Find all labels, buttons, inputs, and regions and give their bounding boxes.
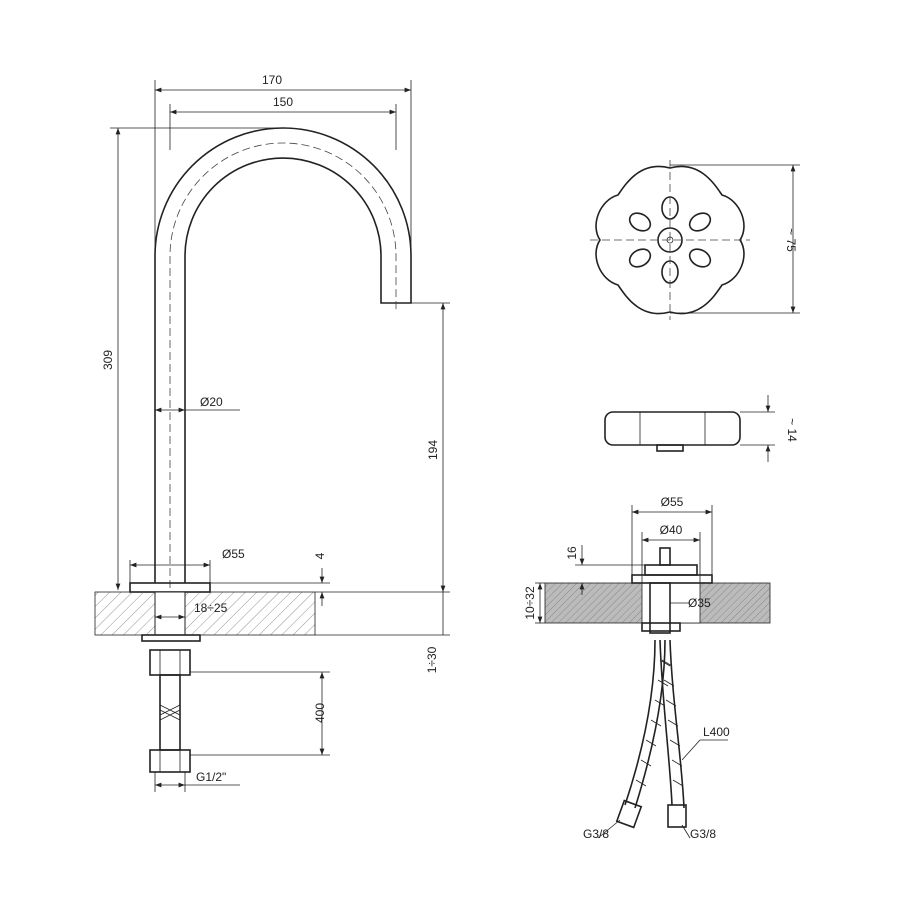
dim-194: 194 — [426, 440, 440, 460]
dim-400: 400 — [313, 703, 327, 723]
label-g38-left: G3/8 — [583, 827, 609, 841]
dim-16: 16 — [565, 546, 579, 560]
dim-g12: G1/2" — [196, 770, 226, 784]
dim-1-30: 1÷30 — [425, 646, 439, 673]
handle-side-view: ~ 14 — [604, 395, 799, 462]
handle-top-view: ~ 75 — [590, 160, 800, 320]
dim-10-32: 10÷32 — [523, 586, 537, 620]
dim-d40: Ø40 — [660, 523, 683, 537]
dim-d55-install: Ø55 — [661, 495, 684, 509]
dim-309: 309 — [101, 350, 115, 370]
dim-18-25: 18÷25 — [194, 601, 228, 615]
install-view: Ø55 Ø40 16 10÷32 Ø35 L400 G3/8 G3/8 — [523, 495, 771, 841]
label-g38-right: G3/8 — [690, 827, 716, 841]
dim-d55: Ø55 — [222, 547, 245, 561]
dim-d20: Ø20 — [200, 395, 223, 409]
dim-d35: Ø35 — [688, 596, 711, 610]
label-l400: L400 — [703, 725, 730, 739]
dim-4: 4 — [313, 552, 327, 559]
dim-75: ~ 75 — [784, 228, 798, 252]
dim-14: ~ 14 — [785, 418, 799, 442]
faucet-side-view: 170 150 309 Ø20 194 Ø55 4 18÷25 1÷30 400… — [94, 73, 450, 792]
dim-170: 170 — [262, 73, 282, 87]
dim-150: 150 — [273, 95, 293, 109]
